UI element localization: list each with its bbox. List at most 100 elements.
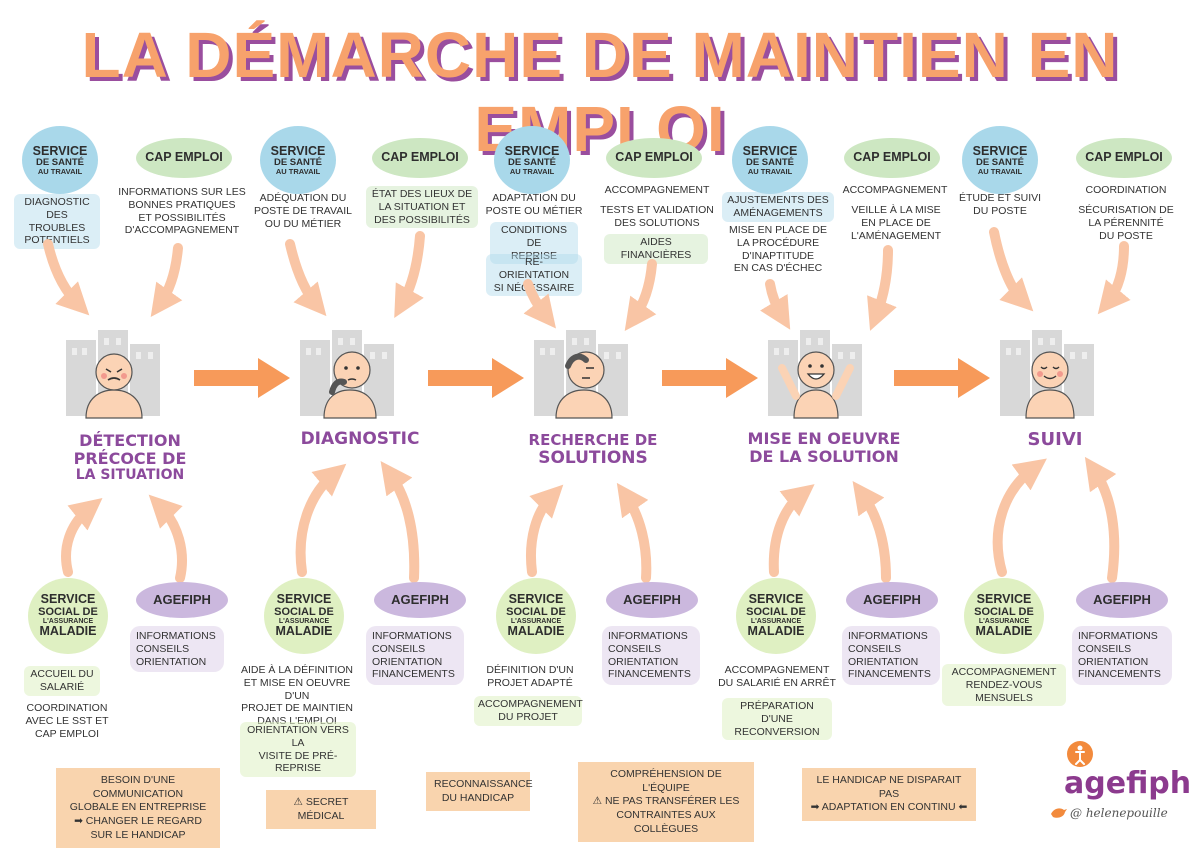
note-line: ORIENTATION <box>1078 655 1149 668</box>
note-line: DU POSTE <box>973 204 1027 217</box>
note-line: FINANCEMENTS <box>372 668 455 681</box>
note-line: AVEC LE SST ET <box>25 714 109 727</box>
sst-label-line2: DE SANTÉ <box>35 156 85 168</box>
note-line: SALARIÉ <box>39 680 85 693</box>
ssam-label-line4: MALADIE <box>39 624 97 639</box>
note-line: ET POSSIBILITÉS <box>138 211 226 224</box>
agefiph-bubble-1: AGEFIPH <box>136 582 228 618</box>
note-line: OU DU MÉTIER <box>264 217 342 230</box>
stage-title-suivi: SUIVI <box>1000 429 1110 450</box>
stage1-illustration <box>66 330 160 419</box>
ssam-label-line1: SERVICE <box>976 592 1032 607</box>
sst-bubble-2: SERVICE DE SANTÉ AU TRAVAIL <box>260 126 336 194</box>
note-line: ⚠ SECRET MÉDICAL <box>293 796 349 822</box>
flow-arrow-4 <box>894 358 990 398</box>
agefiph-bubble-5: AGEFIPH <box>1076 582 1168 618</box>
cap-emploi-bubble-4: CAP EMPLOI <box>844 138 940 178</box>
ssam-bubble-4: SERVICE SOCIAL DE L'ASSURANCE MALADIE <box>736 578 816 654</box>
calm-person-icon <box>1025 351 1075 419</box>
ssam-label-line3: L'ASSURANCE <box>42 618 94 626</box>
note-line: PROJET DE MAINTIEN <box>241 702 353 715</box>
sst-label-line3: AU TRAVAIL <box>977 166 1023 176</box>
ssam-label-line4: MALADIE <box>975 624 1033 639</box>
footer-note-equipe: COMPRÉHENSION DE L'ÉQUIPE ⚠ NE PAS TRANS… <box>578 762 754 843</box>
thinking-person-icon <box>323 351 377 419</box>
note-line: ORIENTATION <box>136 655 207 668</box>
stage-title-line: DIAGNOSTIC <box>300 429 420 449</box>
note-line: ORIENTATION <box>848 655 919 668</box>
happy-person-icon <box>778 351 854 419</box>
ssam-label-line1: SERVICE <box>508 592 564 607</box>
note-line: CAP EMPLOI <box>35 727 99 740</box>
footer-note-adaptation: LE HANDICAP NE DISPARAIT PAS ➡ ADAPTATIO… <box>802 768 976 821</box>
note-line: DU PROJET <box>498 710 558 723</box>
note-line: DES POSSIBILITÉS <box>374 213 470 226</box>
ssam-note-stage2-b: ORIENTATION VERS LA VISITE DE PRÉ-REPRIS… <box>240 722 356 778</box>
note-line: MISE EN PLACE DE <box>728 224 828 236</box>
sst-bubble-3: SERVICE DE SANTÉ AU TRAVAIL <box>494 126 570 194</box>
ssam-label-line2: SOCIAL DE <box>746 605 806 618</box>
stage-title-line: LA SITUATION <box>75 466 185 483</box>
note-line: ➡ CHANGER LE REGARD <box>74 814 202 827</box>
note-line: DIAGNOSTIC <box>24 196 90 208</box>
note-line: ACCUEIL DU <box>30 668 94 680</box>
note-line: REPRISE <box>510 249 558 262</box>
arrow-cap-to-stage4 <box>867 245 897 331</box>
ssam-label-line4: MALADIE <box>507 624 565 639</box>
arrow-cap-to-stage2 <box>394 231 425 318</box>
sst-bubble-1: SERVICE DE SANTÉ AU TRAVAIL <box>22 126 98 194</box>
arrow-agef-to-stage2 <box>380 461 420 583</box>
arrow-sst-to-stage1 <box>43 239 90 316</box>
ssam-note-stage3: DÉFINITION D'UN PROJET ADAPTÉ <box>478 664 582 690</box>
agefiph-note-stage1: INFORMATIONS CONSEILS ORIENTATION <box>130 626 224 673</box>
stage-title-line: SOLUTIONS <box>538 447 648 468</box>
sst-label-line2: DE SANTÉ <box>745 156 795 168</box>
note-line: AJUSTEMENTS DES <box>727 194 829 206</box>
arrow-agef-to-stage5 <box>1084 456 1120 583</box>
note-line: DU POSTE <box>1099 229 1153 242</box>
note-line: COORDINATION <box>1085 184 1167 196</box>
stressed-person-icon <box>85 353 143 419</box>
cap-note-stage4-b: VEILLE À LA MISE EN PLACE DE L'AMÉNAGEME… <box>844 204 948 242</box>
note-line: POSTE OU MÉTIER <box>485 204 583 217</box>
stage5-illustration <box>1000 330 1094 419</box>
arrow-ssam-to-stage1 <box>61 497 103 577</box>
note-line: ORIENTATION VERS LA <box>247 724 349 749</box>
agefiph-note-stage5: INFORMATIONS CONSEILS ORIENTATION FINANC… <box>1072 626 1172 686</box>
note-line: ➡ ADAPTATION EN CONTINU ⬅ <box>810 801 968 814</box>
note-line: PRÉPARATION D'UNE <box>740 700 814 725</box>
note-line: EN PLACE DE <box>861 216 931 229</box>
cap-note-stage5: COORDINATION <box>1070 184 1182 197</box>
note-line: COMPRÉHENSION DE L'ÉQUIPE <box>610 768 722 794</box>
agefiph-bubble-2: AGEFIPH <box>374 582 466 618</box>
tired-person-icon <box>555 351 613 419</box>
note-line: COORDINATION <box>26 702 108 714</box>
note-line: INFORMATIONS <box>608 630 688 642</box>
note-line: ÉTUDE ET SUIVI <box>958 192 1042 204</box>
cap-note-stage4: ACCOMPAGNEMENT <box>840 184 950 197</box>
sst-bubble-4: SERVICE DE SANTÉ AU TRAVAIL <box>732 126 808 194</box>
note-line: DES SOLUTIONS <box>614 216 700 229</box>
sst-note-stage5: ÉTUDE ET SUIVI DU POSTE <box>952 192 1048 218</box>
stage-title-recherche: RECHERCHE DE SOLUTIONS <box>508 432 678 468</box>
note-line: L'AMÉNAGEMENT <box>850 229 942 242</box>
sst-label-line1: SERVICE <box>504 143 560 158</box>
agefiph-bubble-3: AGEFIPH <box>606 582 698 618</box>
note-line: VEILLE À LA MISE <box>851 204 941 216</box>
author-handle: @ helenepouille <box>1070 806 1168 820</box>
arrow-cap-to-stage3 <box>624 259 657 332</box>
arrow-ssam-to-stage3 <box>526 484 564 577</box>
note-line: SÉCURISATION DE <box>1078 204 1174 216</box>
stage-title-mise-en-oeuvre: MISE EN OEUVRE DE LA SOLUTION <box>736 430 912 466</box>
sst-label-line1: SERVICE <box>32 143 88 158</box>
sst-label-line2: DE SANTÉ <box>273 156 323 168</box>
ssam-label-line3: L'ASSURANCE <box>750 618 802 626</box>
sst-note-stage3-b: CONDITIONS DE REPRISE <box>490 222 578 265</box>
note-line: POSTE DE TRAVAIL <box>253 204 353 217</box>
sst-label-line2: DE SANTÉ <box>975 156 1025 168</box>
note-line: ACCOMPAGNEMENT <box>478 698 583 710</box>
note-line: PROJET ADAPTÉ <box>487 676 573 689</box>
note-line: RENDEZ-VOUS MENSUELS <box>965 678 1043 704</box>
note-line: ADAPTATION DU <box>492 192 576 204</box>
